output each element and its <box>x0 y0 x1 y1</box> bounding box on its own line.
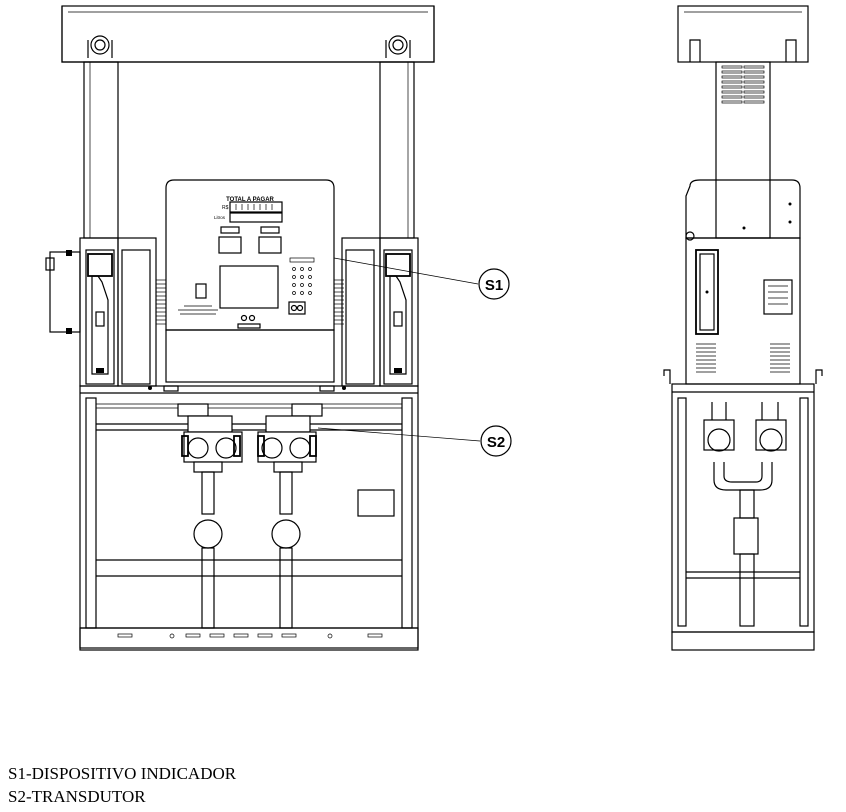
callout-s2-label: S2 <box>487 434 505 451</box>
side-column <box>715 61 771 239</box>
side-head <box>663 179 823 385</box>
left-nozzle-housing <box>45 237 157 387</box>
front-lower-frame <box>79 385 419 649</box>
side-canopy <box>677 5 809 63</box>
display-currency: R$ <box>222 205 229 211</box>
left-meter <box>177 403 243 629</box>
side-lower-frame <box>671 383 815 633</box>
display-head: TOTAL A PAGAR R$ Litros <box>165 179 335 383</box>
right-meter <box>257 403 323 629</box>
lift-eye-right <box>385 35 411 58</box>
display-volume-unit: Litros <box>214 215 226 220</box>
keypad <box>288 257 315 315</box>
front-view: TOTAL A PAGAR R$ Litros <box>45 5 435 651</box>
callout-s1: S1 <box>333 257 510 300</box>
side-base <box>671 631 815 651</box>
legend-item-s1: S1-DISPOSITIVO INDICADOR <box>8 764 237 783</box>
front-base <box>79 627 419 651</box>
front-canopy <box>61 5 435 63</box>
callout-s2: S2 <box>317 425 512 457</box>
display-title: TOTAL A PAGAR <box>226 197 274 203</box>
front-vents <box>156 279 344 325</box>
right-nozzle-housing <box>341 237 419 387</box>
callout-s1-label: S1 <box>485 277 503 294</box>
legend-item-s2: S2-TRANSDUTOR <box>8 787 146 806</box>
side-view <box>663 5 823 651</box>
lift-eye-left <box>87 35 113 58</box>
